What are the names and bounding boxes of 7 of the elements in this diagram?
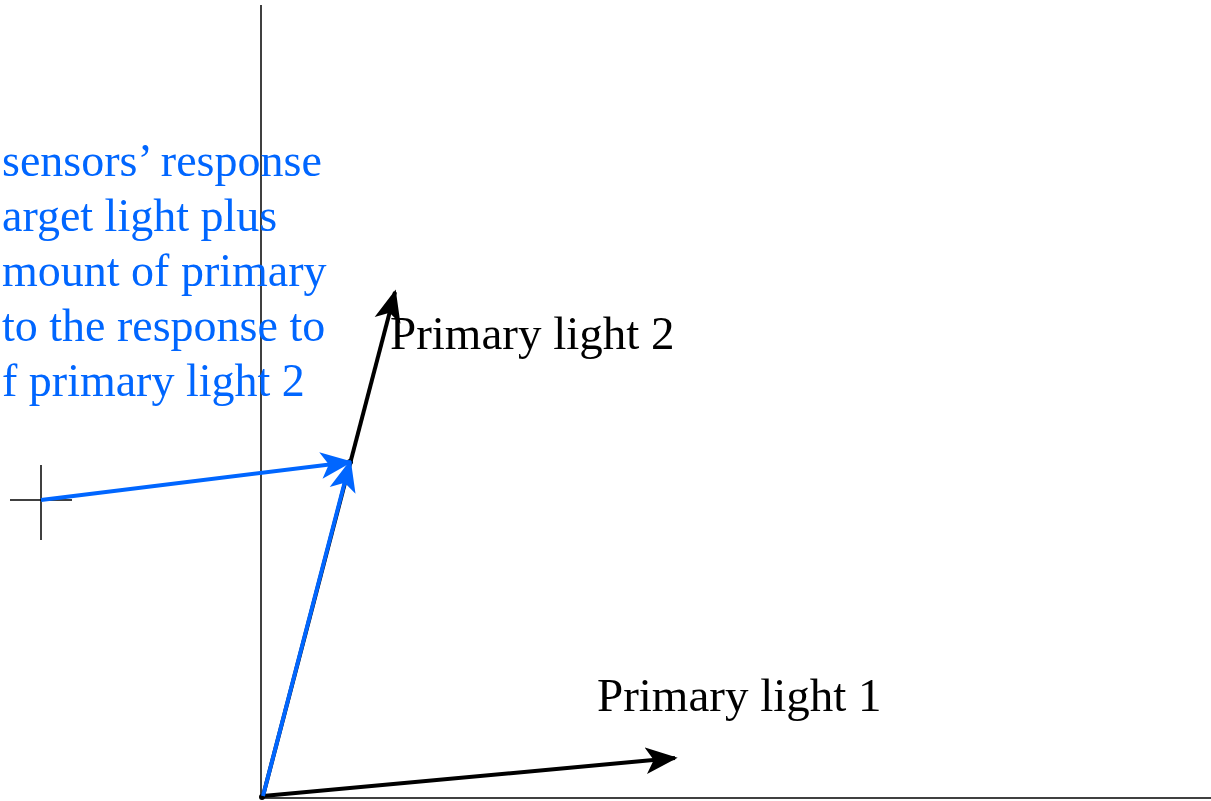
vector-label: Primary light 2 — [390, 310, 675, 357]
vector-arrow — [262, 747, 678, 798]
vector-arrow — [261, 459, 356, 797]
cross-mark — [10, 465, 72, 540]
vector-arrow — [40, 452, 353, 502]
vector-point — [259, 794, 265, 800]
vector-label: Primary light 1 — [597, 672, 882, 719]
